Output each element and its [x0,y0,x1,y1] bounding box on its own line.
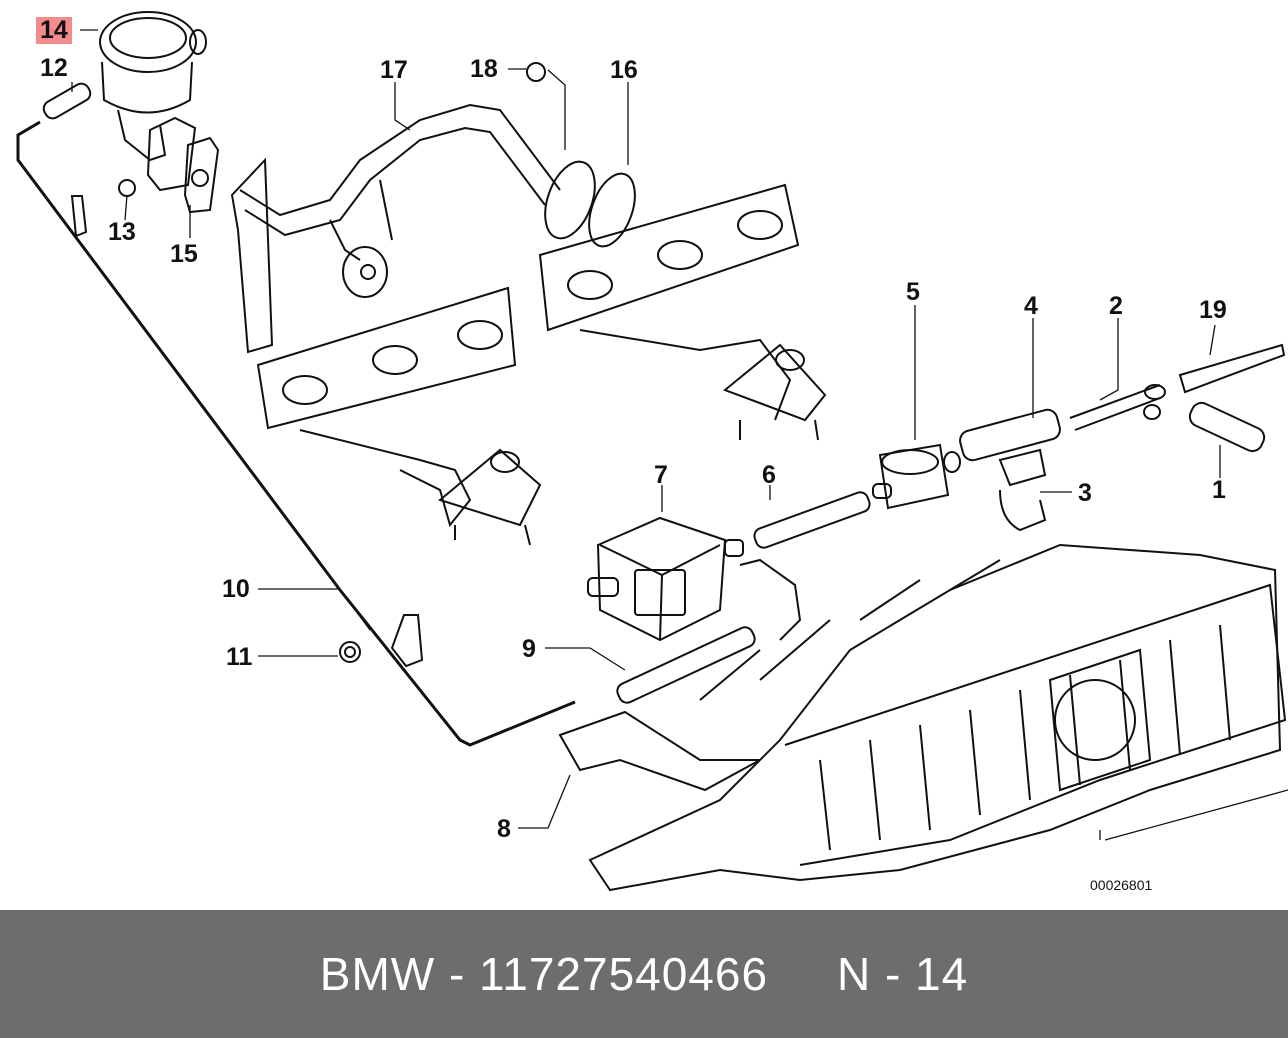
intake-manifold [588,543,1287,892]
footer-part-number: BMW - 11727540466 N - 14 [319,948,969,1000]
callout-4: 4 [1024,292,1038,320]
callout-11: 11 [226,643,253,671]
exhaust-manifold-left [256,286,542,546]
callout-12: 12 [40,54,68,82]
callout-7: 7 [654,461,668,489]
leader-lines [71,29,1288,841]
footer-banner: BMW - 11727540466 N - 14 [0,910,1288,1038]
callout-18: 18 [470,55,498,83]
callout-17: 17 [380,56,408,84]
callout-13: 13 [108,218,136,246]
diagram-drawing [16,11,1288,892]
callout-9: 9 [522,635,536,663]
exhaust-manifold-right [538,183,827,441]
part-14-valve [99,11,207,162]
wire-10 [16,120,576,747]
callout-16: 16 [610,56,638,84]
callout-2: 2 [1109,292,1123,320]
parts-diagram: 14 12 13 15 17 18 16 5 4 2 19 1 3 7 6 10… [16,11,1288,893]
callout-14: 14 [36,17,72,44]
callout-8: 8 [497,815,511,843]
drawing-number: 00026801 [1090,877,1153,893]
pipe-17 [239,103,561,237]
callout-5: 5 [906,278,920,306]
callout-1: 1 [1212,476,1226,504]
callout-15: 15 [170,240,198,268]
callout-19: 19 [1199,296,1227,324]
part-7-valve [587,516,802,642]
callout-3: 3 [1078,479,1092,507]
callout-10: 10 [222,575,250,603]
callout-6: 6 [762,461,776,489]
